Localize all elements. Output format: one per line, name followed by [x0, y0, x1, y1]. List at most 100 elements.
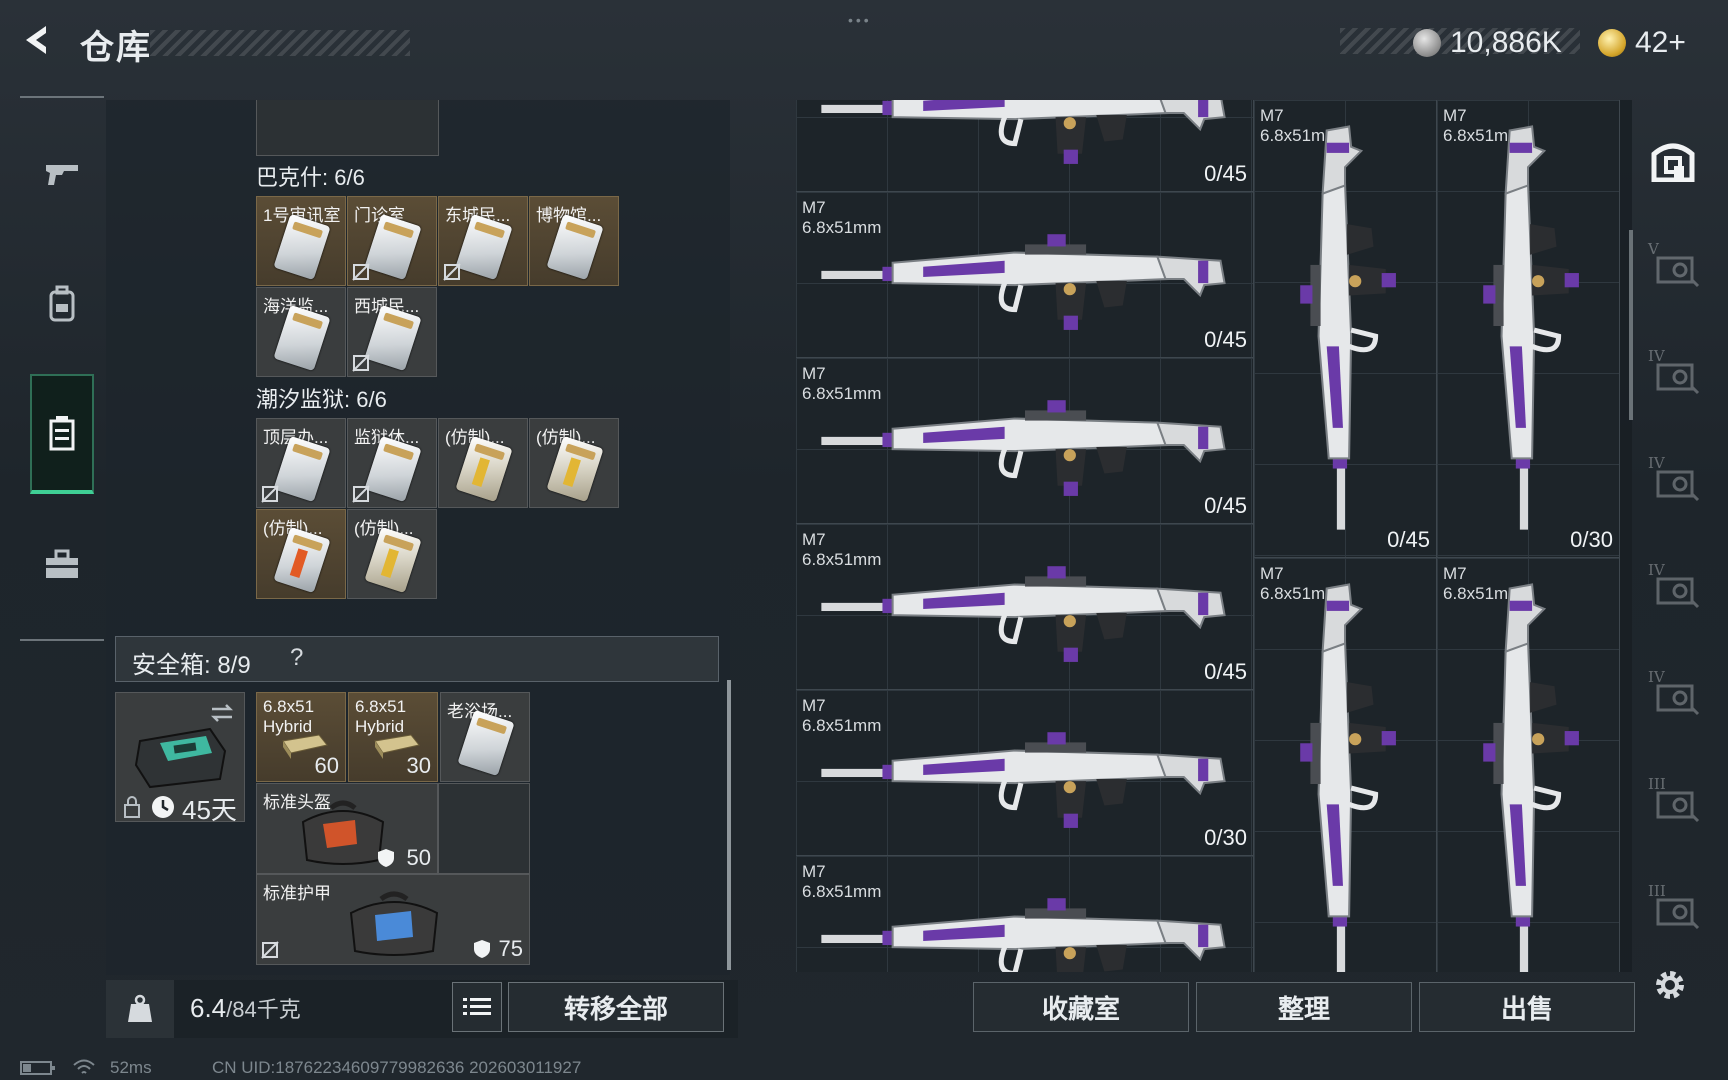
help-icon[interactable]: ?: [290, 644, 304, 671]
weight-current: 6.4: [190, 993, 227, 1023]
nav-backpack[interactable]: [30, 244, 94, 364]
organize-button[interactable]: 整理: [1196, 982, 1412, 1032]
weapon-name: M7: [1260, 106, 1284, 125]
rifle-holder: [1288, 574, 1400, 972]
weapon-caliber: 6.8x51mm: [1260, 584, 1340, 603]
ammo-count: 0/30: [1204, 825, 1247, 850]
tier-all-tab[interactable]: [1648, 136, 1698, 187]
previous-section-slot[interactable]: [256, 100, 439, 156]
sell-button[interactable]: 出售: [1419, 982, 1635, 1032]
wifi-icon: [73, 1059, 95, 1074]
battery-icon: [20, 1061, 55, 1075]
keycard-slot[interactable]: 西城民...: [347, 287, 437, 377]
nav-warehouse[interactable]: [30, 374, 94, 494]
keycard-slot[interactable]: 门诊室: [347, 196, 437, 286]
keycard-slot[interactable]: (仿制)...: [438, 418, 528, 508]
keycard-slot[interactable]: 老浴场...: [440, 692, 530, 782]
back-arrow-icon: [26, 26, 46, 54]
weight-icon: [128, 994, 152, 1022]
ammo-slot[interactable]: 6.8x51 Hybrid 30: [348, 692, 438, 782]
gold-coin-icon: [1598, 29, 1626, 57]
weapon-slot[interactable]: 0/45: [796, 100, 1254, 192]
unbound-icon: [352, 263, 370, 281]
tier-tab[interactable]: IV: [1648, 347, 1702, 401]
settings-button[interactable]: [1650, 965, 1694, 1009]
tier-tab[interactable]: IV: [1648, 454, 1702, 508]
tier-tab[interactable]: V: [1648, 240, 1702, 294]
rifle-image: [1483, 125, 1579, 530]
armor-slot[interactable]: 标准护甲 75: [256, 874, 530, 965]
weapon-tier-icon: [1656, 898, 1700, 930]
helmet-name: 标准头盔: [263, 793, 331, 812]
gold-currency[interactable]: 42+: [1635, 26, 1686, 59]
keycard-slot[interactable]: 海洋监...: [256, 287, 346, 377]
helmet-bag-icon: [301, 800, 385, 865]
keycard-slot[interactable]: (仿制)...: [529, 418, 619, 508]
weapon-tier-icon: [1656, 791, 1700, 823]
weight-value: 6.4/84千克: [190, 992, 301, 1024]
ammo-count: 0/45: [1387, 527, 1430, 552]
keycard-slot[interactable]: 监狱休...: [347, 418, 437, 508]
inventory-scrollbar[interactable]: [727, 680, 731, 970]
clock-icon: [152, 796, 174, 818]
weight-lock-button[interactable]: [106, 980, 174, 1038]
back-button[interactable]: [18, 20, 58, 60]
home-shield-icon: [1651, 143, 1695, 183]
shield-icon: [474, 940, 490, 958]
keycard-slot[interactable]: 1号审讯室: [256, 196, 346, 286]
currency-decoration: [1340, 28, 1580, 54]
collection-room-button[interactable]: 收藏室: [973, 982, 1189, 1032]
tier-label: IV: [1648, 668, 1665, 686]
keycard-slot[interactable]: (仿制)...: [256, 509, 346, 599]
list-view-button[interactable]: [452, 982, 502, 1032]
ammo-box-icon: [374, 734, 420, 759]
weapon-caliber: 6.8x51mm: [802, 550, 882, 569]
ammo-count: 60: [314, 753, 339, 778]
tier-label: III: [1648, 775, 1666, 793]
transfer-all-button[interactable]: 转移全部: [508, 982, 724, 1032]
keycard-slot[interactable]: 顶层办...: [256, 418, 346, 508]
weapon-caliber: 6.8x51mm: [802, 218, 882, 237]
empty-slot[interactable]: [438, 783, 530, 874]
rifle-image: [1483, 583, 1579, 972]
section-label: 巴克什: 6/6: [256, 165, 365, 190]
ammo-count: 0/30: [1570, 527, 1613, 552]
ammo-slot[interactable]: 6.8x51 Hybrid 60: [256, 692, 346, 782]
helmet-slot[interactable]: 标准头盔 50: [256, 783, 438, 874]
ammo-count: 0/45: [1204, 327, 1247, 352]
weapon-scrollbar[interactable]: [1629, 230, 1633, 420]
weapon-name: M7: [802, 696, 826, 715]
nav-weapons[interactable]: [30, 114, 94, 234]
weapon-caliber: 6.8x51mm: [802, 716, 882, 735]
silver-coin-icon: [1413, 29, 1441, 57]
rifle-image: [821, 100, 1226, 164]
weapon-tier-icon: [1656, 363, 1700, 395]
gun-icon: [46, 165, 78, 185]
tier-tab[interactable]: III: [1648, 882, 1702, 936]
nav-toolbox[interactable]: [30, 504, 94, 624]
keycard-slot[interactable]: (仿制)...: [347, 509, 437, 599]
keycard-slot[interactable]: 东城民...: [438, 196, 528, 286]
silver-currency[interactable]: 10,886K: [1450, 26, 1562, 59]
safe-box-timer: 45天: [182, 795, 237, 825]
tier-tab[interactable]: IV: [1648, 561, 1702, 615]
rifle-image: [1300, 125, 1396, 530]
weapon-name: M7: [802, 198, 826, 217]
keycard-slot[interactable]: 博物馆...: [529, 196, 619, 286]
tier-label: V: [1648, 240, 1659, 258]
tier-tab[interactable]: III: [1648, 775, 1702, 829]
tier-tab[interactable]: IV: [1648, 668, 1702, 722]
